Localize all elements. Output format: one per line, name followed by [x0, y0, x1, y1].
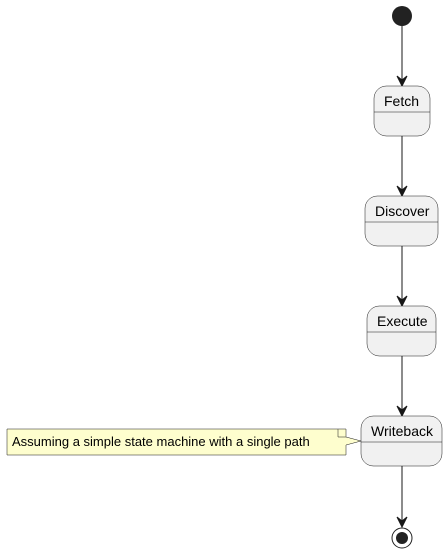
note-body — [6, 428, 362, 456]
note-fold — [337, 429, 346, 438]
state-discover-label: Discover — [375, 203, 430, 219]
final-state-dot — [396, 532, 408, 544]
state-discover[interactable]: Discover — [364, 195, 439, 247]
arrow-head-execute-to-writeback — [396, 405, 408, 418]
state-execute[interactable]: Execute — [366, 305, 437, 357]
arrow-head-discover-to-execute — [396, 295, 408, 308]
initial-state-node — [392, 6, 412, 26]
state-writeback[interactable]: Writeback — [360, 415, 443, 467]
final-state-ring — [391, 527, 413, 549]
state-fetch-label: Fetch — [384, 93, 419, 109]
note-text: Assuming a simple state machine with a s… — [12, 434, 310, 449]
arrow-head-writeback-to-end — [396, 516, 408, 529]
arrow-head-fetch-to-discover — [396, 185, 408, 198]
note-writeback: Assuming a simple state machine with a s… — [6, 428, 362, 456]
state-fetch[interactable]: Fetch — [373, 85, 431, 137]
final-state-node — [391, 527, 413, 549]
arrow-head-start-to-fetch — [396, 75, 408, 88]
state-writeback-label: Writeback — [371, 423, 434, 439]
state-execute-label: Execute — [377, 313, 428, 329]
